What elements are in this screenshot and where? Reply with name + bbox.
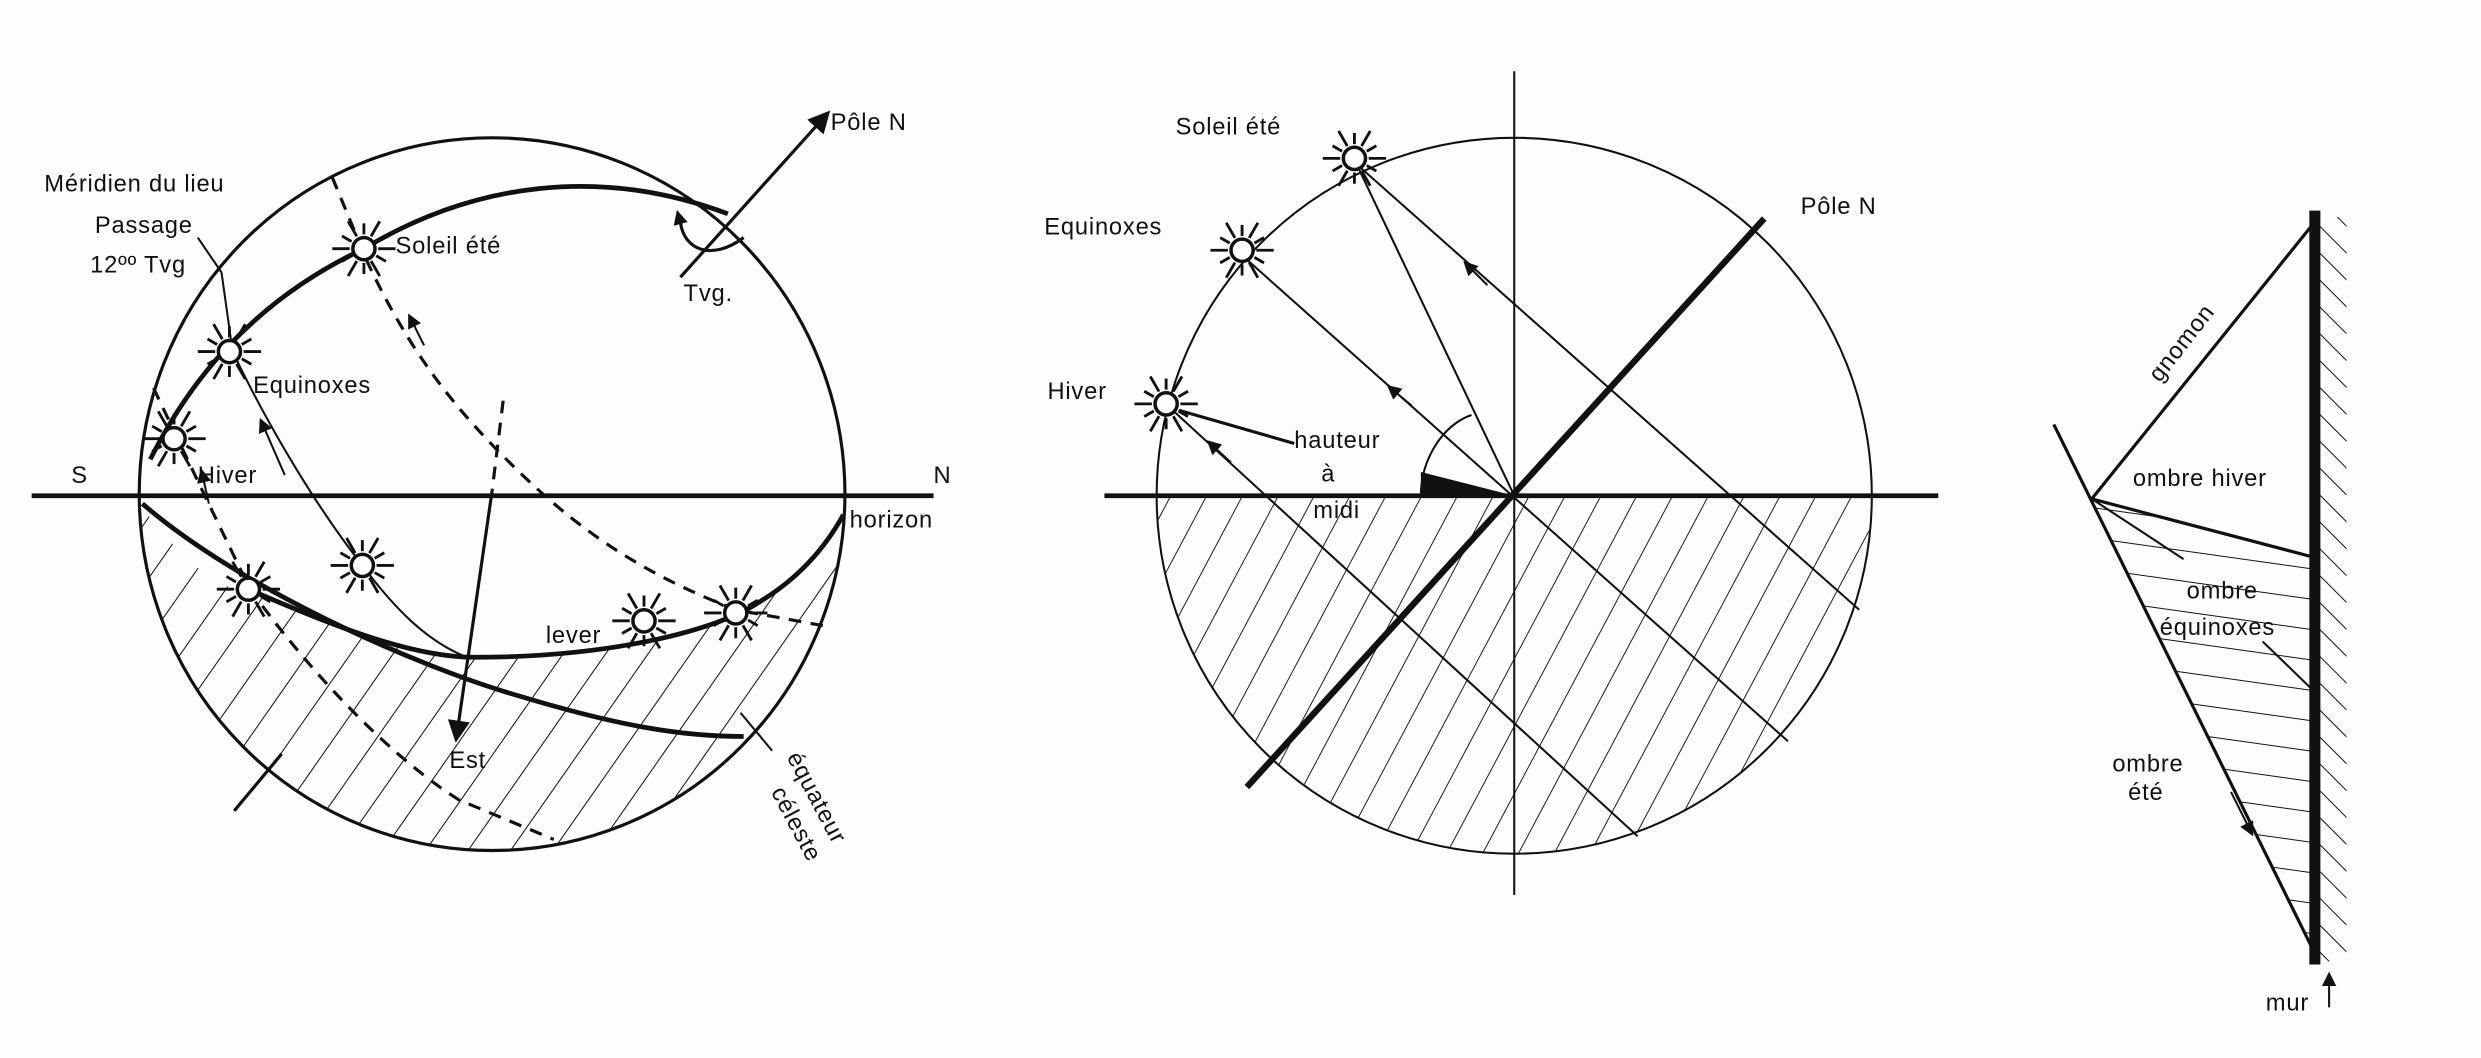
- rotation-arc-arrow: [673, 210, 688, 235]
- summer-sun-label: Soleil été: [396, 233, 502, 259]
- sun-icon: [197, 323, 262, 380]
- ground-line: [2052, 423, 2315, 952]
- sun-icon: [1210, 222, 1274, 279]
- pole-label-2: Pôle N: [1801, 194, 1877, 220]
- summer-dashed-path: [330, 176, 824, 628]
- equinox-label: Equinoxes: [253, 373, 371, 399]
- figure-noon-heights: Soleil été Equinoxes Hiver Pôle N hauteu…: [1044, 71, 1939, 895]
- north-label: N: [934, 463, 952, 489]
- equinox-shadow-pointer: [2091, 498, 2185, 560]
- winter-dashed-path: [152, 387, 555, 841]
- summer-sun-label-2: Soleil été: [1176, 115, 1282, 141]
- gnomon: [2090, 220, 2317, 500]
- sun-icon: [612, 592, 676, 650]
- winter-label: Hiver: [198, 463, 257, 489]
- sun-icon: [1322, 130, 1387, 187]
- winter-shadow-label: ombre hiver: [2133, 466, 2267, 492]
- summer-shadow-label-1: ombre: [2112, 751, 2183, 777]
- meridian-pointer: [196, 236, 223, 273]
- night-hemisphere-hatch: [139, 503, 845, 851]
- equinox-label-2: Equinoxes: [1044, 214, 1162, 240]
- south-label: S: [71, 463, 88, 489]
- summer-ray-center: [1356, 165, 1516, 497]
- sun-icon: [704, 584, 768, 642]
- equinox-shadow-pointer-2: [2261, 640, 2316, 693]
- equator-pointer: [739, 712, 773, 752]
- tick-mark: [232, 752, 283, 812]
- figure-celestial-sphere: Méridien du lieu Passage 12ºº Tvg Pôle N…: [31, 110, 952, 866]
- sun-icon: [330, 537, 394, 594]
- meridian-label: Méridien du lieu: [44, 172, 224, 198]
- pole-label: Pôle N: [831, 110, 907, 136]
- summer-sun-path: [148, 184, 729, 461]
- wall-label: mur: [2266, 990, 2309, 1016]
- summer-ray: [1360, 167, 1860, 611]
- east-label: Est: [449, 748, 486, 774]
- figure-gnomon-shadows: gnomon ombre hiver ombre équinoxes ombre…: [2052, 210, 2347, 1016]
- winter-dashed-arrow: [197, 468, 212, 504]
- winter-ray-arrow: [1206, 440, 1232, 464]
- sun-icon: [332, 220, 396, 277]
- winter-height-angle: [1420, 471, 1515, 496]
- gnomon-label: gnomon: [2144, 300, 2220, 387]
- pole-axis: [1244, 216, 1767, 790]
- sun-icon: [216, 561, 281, 618]
- tvg-label: Tvg.: [684, 281, 733, 307]
- height-label-1: hauteur: [1294, 428, 1380, 454]
- equinox-shadow-label-1: ombre: [2187, 579, 2258, 605]
- summer-shadow-arrow: [2230, 791, 2254, 837]
- height-label-3: midi: [1313, 498, 1360, 524]
- sunrise-label: lever: [546, 623, 601, 649]
- horizon-label: horizon: [850, 507, 933, 533]
- equinox-ray: [1244, 257, 1789, 743]
- sun-icon: [1134, 375, 1198, 433]
- summer-ray-arrow: [1463, 260, 1489, 286]
- east-dashed-line: [490, 400, 505, 492]
- noon-label: 12ºº Tvg: [90, 252, 186, 278]
- equinox-shadow-label-2: équinoxes: [2160, 615, 2275, 641]
- winter-shadow-line: [2091, 497, 2316, 560]
- summer-dashed-arrow: [408, 313, 425, 346]
- wall-hatch: [2319, 216, 2347, 962]
- equinox-ray-arrow: [1386, 385, 1413, 407]
- winter-ray: [1170, 407, 1639, 838]
- equinox-arrow-line: [258, 417, 286, 476]
- winter-label-2: Hiver: [1047, 379, 1106, 405]
- passage-label: Passage: [95, 213, 193, 239]
- east-arrow: [447, 490, 494, 743]
- height-label-2: à: [1321, 461, 1335, 487]
- height-pointer: [1178, 408, 1295, 445]
- meridian-line: [220, 272, 468, 659]
- summer-shadow-label-2: été: [2128, 780, 2163, 806]
- sun-icon: [142, 410, 206, 467]
